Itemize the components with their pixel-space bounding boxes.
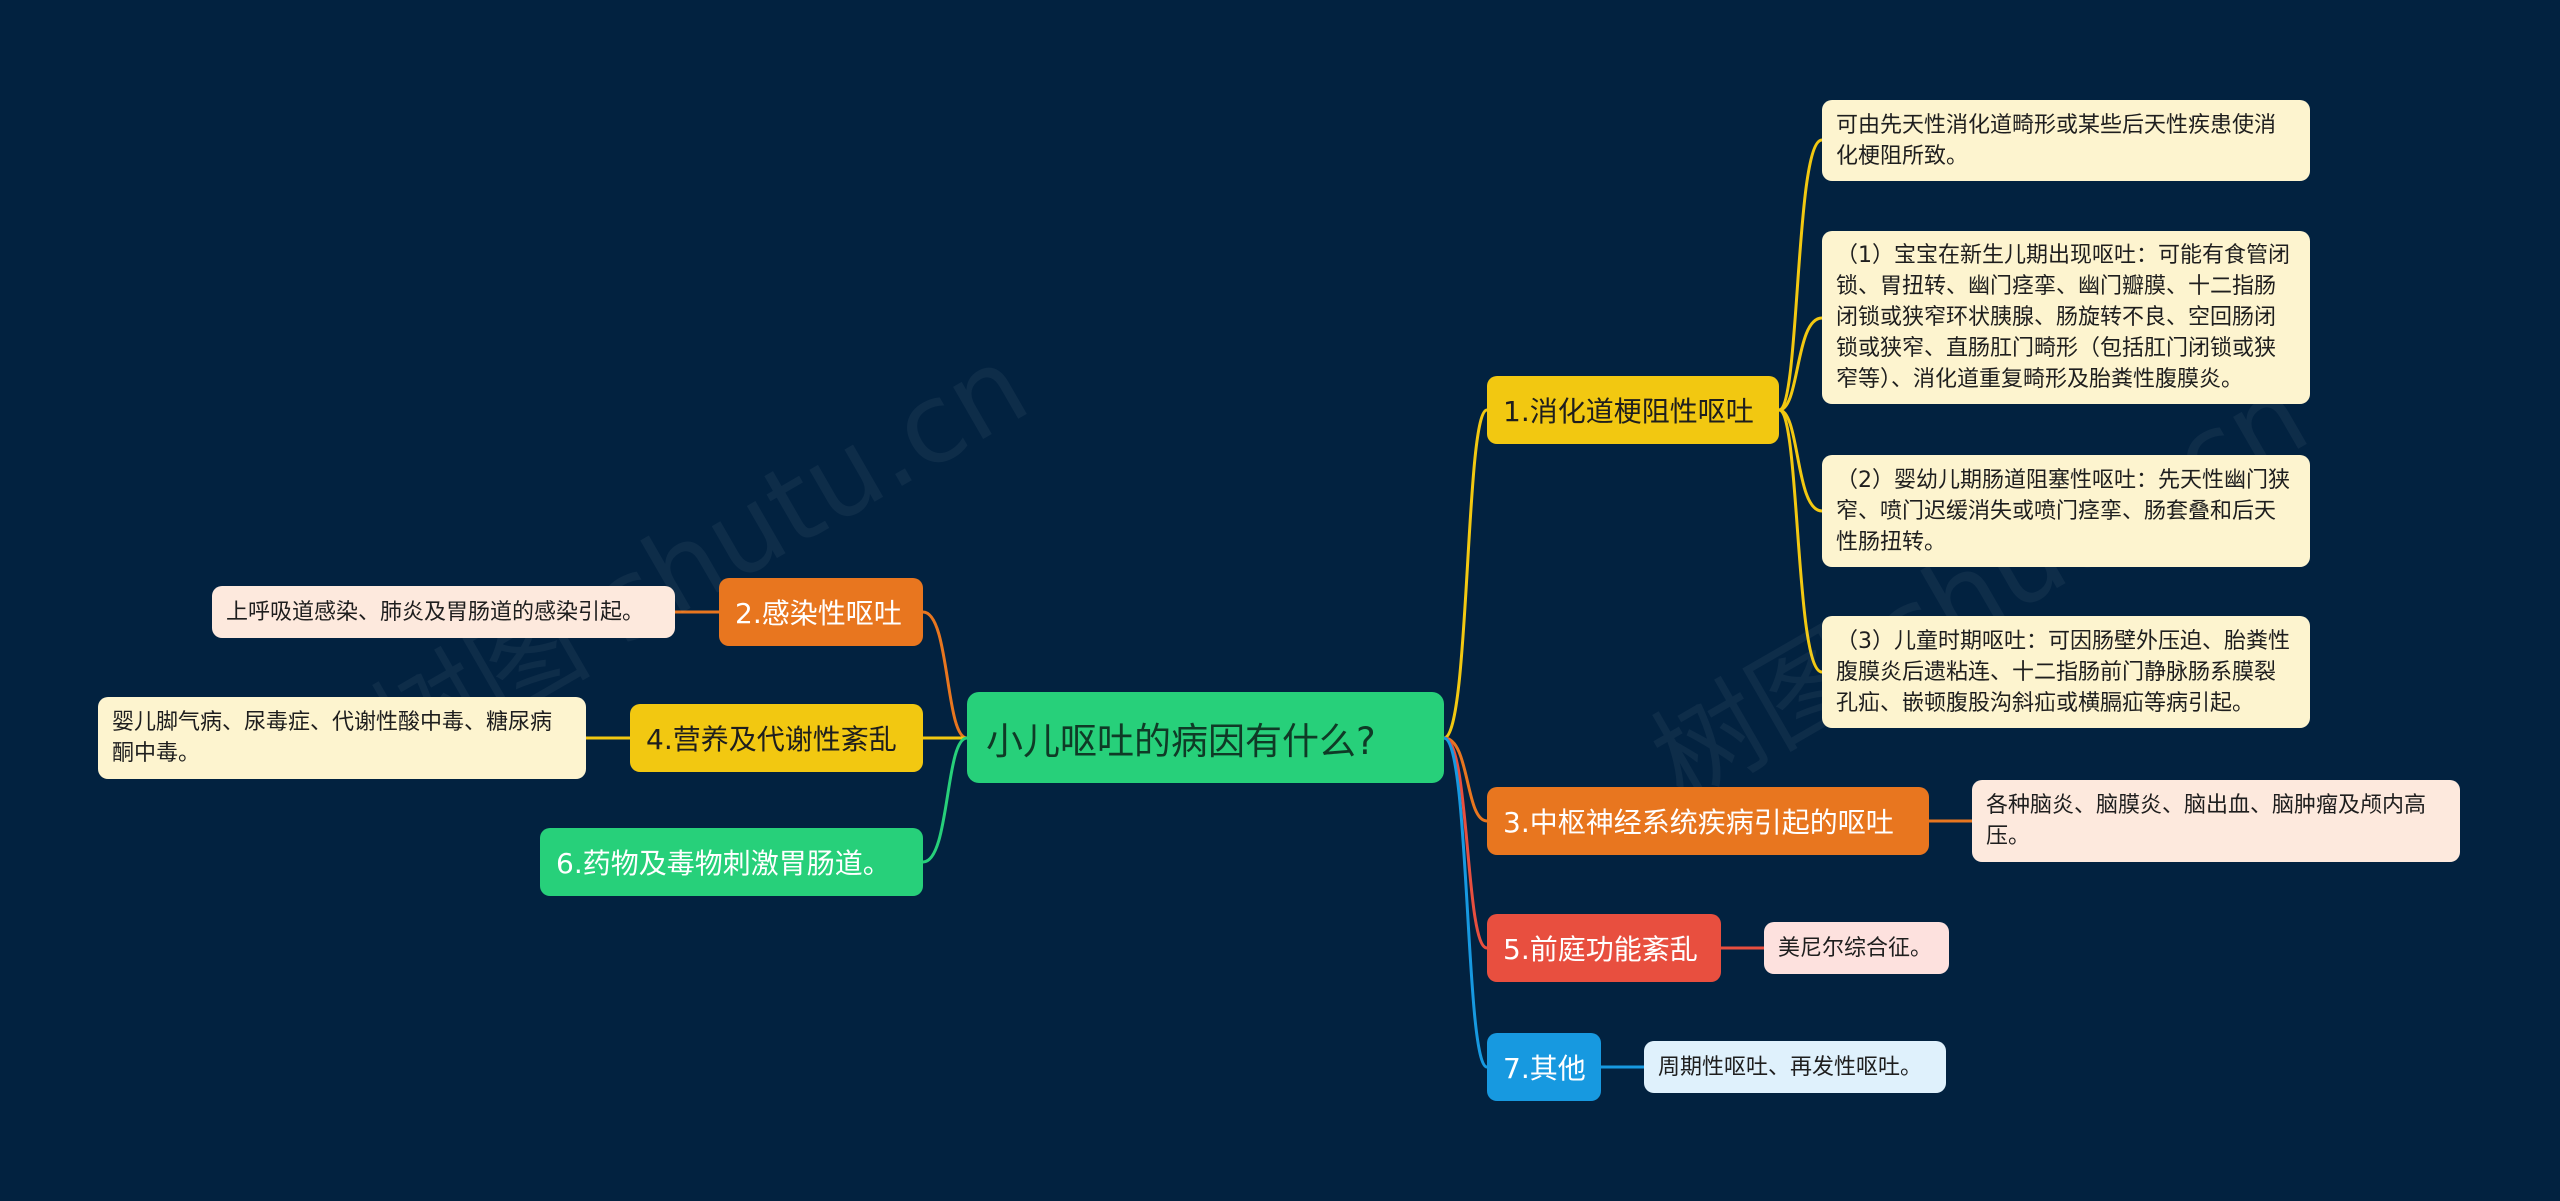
central-topic[interactable]: 小儿呕吐的病因有什么? <box>967 692 1444 783</box>
link-root-b5 <box>1443 736 1488 950</box>
link-root-b1 <box>1443 408 1489 740</box>
leaf-1-3[interactable]: （2）婴幼儿期肠道阻塞性呕吐：先天性幽门狭窄、喷门迟缓消失或喷门痉挛、肠套叠和后… <box>1822 455 2310 567</box>
leaf-1-2-text: （1）宝宝在新生儿期出现呕吐：可能有食管闭锁、胃扭转、幽门痉挛、幽门瓣膜、十二指… <box>1836 243 2290 392</box>
leaf-1-4[interactable]: （3）儿童时期呕吐：可因肠壁外压迫、胎粪性腹膜炎后遗粘连、十二指肠前门静脉肠系膜… <box>1822 616 2310 728</box>
branch-1-label: 1.消化道梗阻性呕吐 <box>1503 395 1754 428</box>
link-root-b2 <box>922 610 968 740</box>
branch-5-label: 5.前庭功能紊乱 <box>1503 933 1698 966</box>
leaf-1-1-text: 可由先天性消化道畸形或某些后天性疾患使消化梗阻所致。 <box>1836 112 2277 169</box>
leaf-7-1[interactable]: 周期性呕吐、再发性呕吐。 <box>1644 1041 1946 1093</box>
link-b1-leaf1 <box>1778 138 1823 412</box>
leaf-2-1-text: 上呼吸道感染、肺炎及胃肠道的感染引起。 <box>226 599 645 625</box>
branch-7[interactable]: 7.其他 <box>1487 1033 1601 1101</box>
leaf-5-1-text: 美尼尔综合征。 <box>1778 935 1933 961</box>
central-topic-label: 小儿呕吐的病因有什么? <box>986 719 1376 763</box>
branch-6[interactable]: 6.药物及毒物刺激胃肠道。 <box>540 828 923 896</box>
leaf-3-1-text: 各种脑炎、脑膜炎、脑出血、脑肿瘤及颅内高压。 <box>1986 793 2427 849</box>
leaf-2-1[interactable]: 上呼吸道感染、肺炎及胃肠道的感染引起。 <box>212 586 675 638</box>
leaf-1-2[interactable]: （1）宝宝在新生儿期出现呕吐：可能有食管闭锁、胃扭转、幽门痉挛、幽门瓣膜、十二指… <box>1822 231 2310 404</box>
leaf-3-1[interactable]: 各种脑炎、脑膜炎、脑出血、脑肿瘤及颅内高压。 <box>1972 780 2460 862</box>
branch-4-label: 4.营养及代谢性紊乱 <box>646 723 897 756</box>
branch-5[interactable]: 5.前庭功能紊乱 <box>1487 914 1721 982</box>
leaf-4-1-text: 婴儿脚气病、尿毒症、代谢性酸中毒、糖尿病酮中毒。 <box>112 710 553 766</box>
branch-2[interactable]: 2.感染性呕吐 <box>719 578 923 646</box>
branch-3-label: 3.中枢神经系统疾病引起的呕吐 <box>1503 806 1894 839</box>
leaf-1-3-text: （2）婴幼儿期肠道阻塞性呕吐：先天性幽门狭窄、喷门迟缓消失或喷门痉挛、肠套叠和后… <box>1836 467 2290 555</box>
branch-7-label: 7.其他 <box>1503 1052 1586 1085</box>
leaf-1-4-text: （3）儿童时期呕吐：可因肠壁外压迫、胎粪性腹膜炎后遗粘连、十二指肠前门静脉肠系膜… <box>1836 628 2290 716</box>
link-b1-leaf3 <box>1778 408 1823 513</box>
link-root-b6 <box>922 736 968 864</box>
leaf-5-1[interactable]: 美尼尔综合征。 <box>1764 922 1949 974</box>
branch-4[interactable]: 4.营养及代谢性紊乱 <box>630 704 923 772</box>
link-b1-leaf2 <box>1778 316 1823 412</box>
link-root-b7 <box>1443 736 1489 1069</box>
leaf-7-1-text: 周期性呕吐、再发性呕吐。 <box>1658 1054 1923 1080</box>
branch-1[interactable]: 1.消化道梗阻性呕吐 <box>1487 376 1779 444</box>
branch-3[interactable]: 3.中枢神经系统疾病引起的呕吐 <box>1487 787 1929 855</box>
link-root-b3 <box>1443 736 1488 823</box>
leaf-1-1[interactable]: 可由先天性消化道畸形或某些后天性疾患使消化梗阻所致。 <box>1822 100 2310 181</box>
branch-6-label: 6.药物及毒物刺激胃肠道。 <box>556 847 891 880</box>
leaf-4-1[interactable]: 婴儿脚气病、尿毒症、代谢性酸中毒、糖尿病酮中毒。 <box>98 697 586 779</box>
link-b1-leaf4 <box>1778 408 1823 674</box>
branch-2-label: 2.感染性呕吐 <box>735 597 902 630</box>
